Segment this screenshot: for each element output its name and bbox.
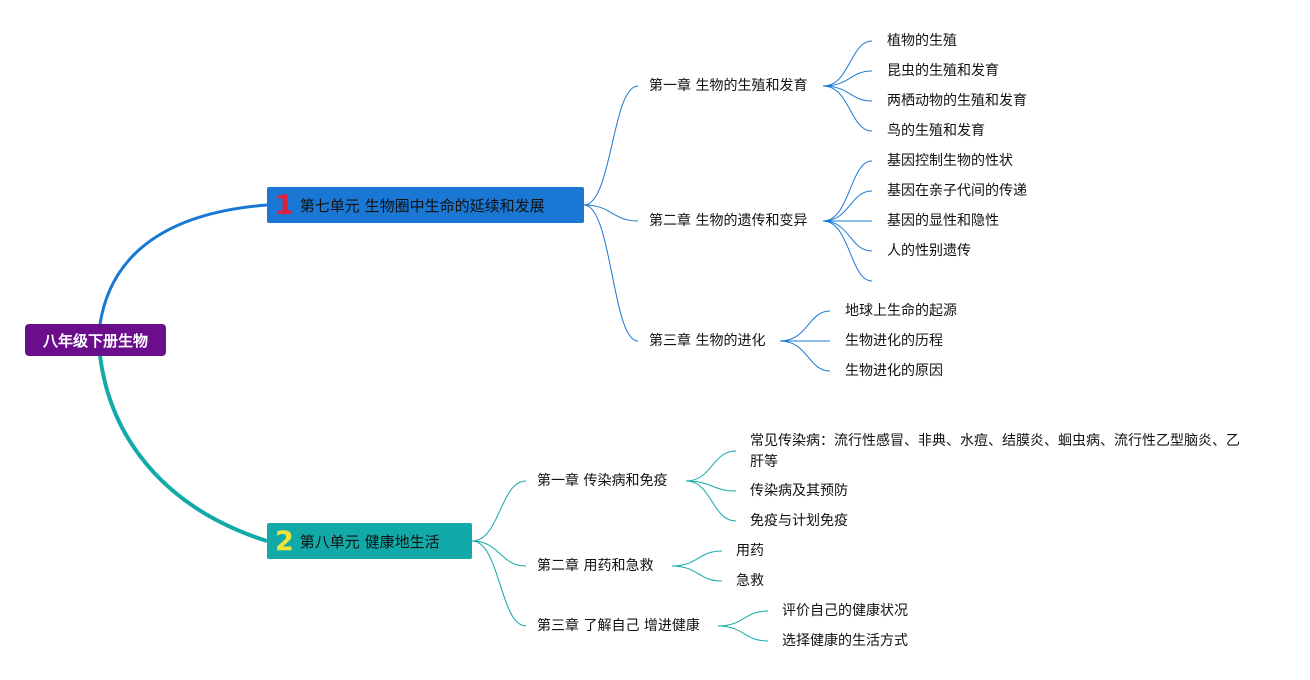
unit1-chapter-links — [583, 85, 639, 342]
u1-chapter-1[interactable]: 第一章 生物的生殖和发育 — [649, 78, 808, 94]
u1c1-leaf[interactable]: 两栖动物的生殖和发育 — [887, 93, 1027, 109]
root-topic[interactable]: 八年级下册生物 — [25, 324, 166, 356]
u1c1-leaf[interactable]: 植物的生殖 — [887, 33, 957, 49]
u1c2-leaf[interactable]: 基因的显性和隐性 — [887, 213, 999, 229]
unit-7-label: 第七单元 生物圈中生命的延续和发展 — [299, 196, 545, 215]
u2c2-leaf[interactable]: 用药 — [736, 543, 764, 559]
u1c1-leaf-links — [822, 40, 873, 132]
u1c3-leaf[interactable]: 生物进化的历程 — [845, 333, 943, 349]
root-topic-label: 八年级下册生物 — [42, 331, 148, 350]
u2c2-leaf-links — [671, 550, 723, 582]
u2-chapter-2[interactable]: 第二章 用药和急救 — [537, 558, 654, 574]
u1c2-leaf[interactable]: 基因在亲子代间的传递 — [887, 183, 1027, 199]
u1c2-leaf[interactable]: 基因控制生物的性状 — [887, 153, 1013, 169]
u2c1-leaf-links — [685, 450, 737, 522]
u2c1-leaf[interactable]: 免疫与计划免疫 — [750, 513, 848, 529]
u2c2-leaf[interactable]: 急救 — [736, 573, 764, 589]
u2c1-leaf[interactable]: 常见传染病：流行性感冒、非典、水痘、结膜炎、蛔虫病、流行性乙型脑炎、乙肝等 — [750, 433, 1240, 470]
u2c3-leaf[interactable]: 评价自己的健康状况 — [782, 603, 908, 619]
u2c3-leaf[interactable]: 选择健康的生活方式 — [782, 633, 908, 649]
u1c3-leaf[interactable]: 生物进化的原因 — [845, 363, 943, 379]
branch-root-unit2 — [98, 355, 268, 543]
unit-8-badge: 2 — [275, 525, 294, 557]
u2-chapter-3[interactable]: 第三章 了解自己 增进健康 — [537, 618, 700, 634]
unit-8-topic[interactable]: 2 第八单元 健康地生活 — [267, 523, 472, 559]
unit-7-topic[interactable]: 1 第七单元 生物圈中生命的延续和发展 — [267, 187, 584, 223]
u1-chapter-3[interactable]: 第三章 生物的进化 — [649, 333, 766, 349]
u1c3-leaf[interactable]: 地球上生命的起源 — [845, 303, 957, 319]
unit2-chapter-links — [471, 480, 527, 627]
unit-7-badge: 1 — [275, 189, 294, 221]
u2c3-leaf-links — [717, 610, 769, 642]
u2-chapter-1[interactable]: 第一章 传染病和免疫 — [537, 473, 668, 489]
u2c1-leaf[interactable]: 传染病及其预防 — [750, 483, 848, 499]
u1c2-leaf-links — [822, 160, 873, 282]
u1c2-leaf[interactable]: 人的性别遗传 — [887, 243, 971, 259]
u1c3-leaf-links — [779, 310, 831, 372]
branch-root-unit1 — [98, 203, 268, 325]
u1c1-leaf[interactable]: 鸟的生殖和发育 — [887, 123, 985, 139]
unit-8-label: 第八单元 健康地生活 — [299, 532, 440, 551]
u1c1-leaf[interactable]: 昆虫的生殖和发育 — [887, 63, 999, 79]
u1-chapter-2[interactable]: 第二章 生物的遗传和变异 — [649, 213, 808, 229]
